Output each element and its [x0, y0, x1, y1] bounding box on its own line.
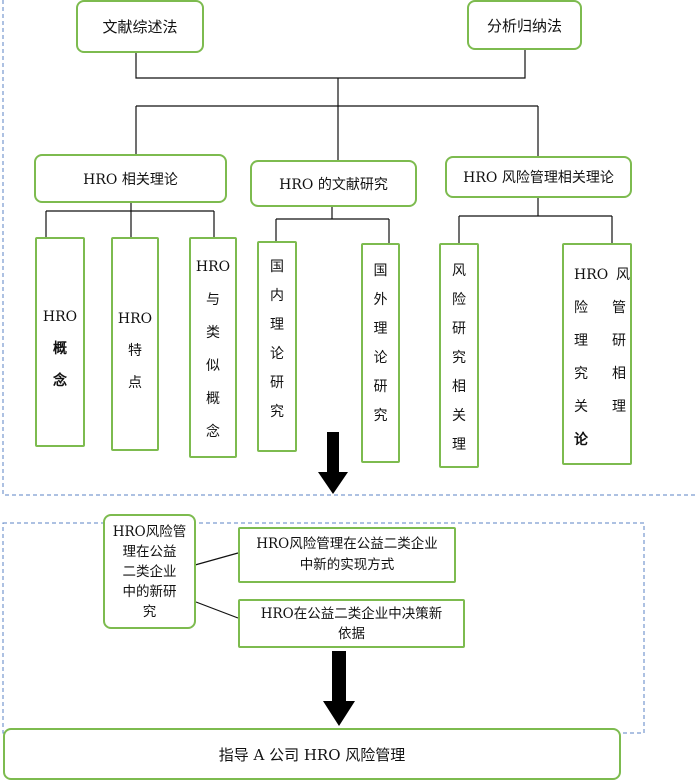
leaf-hro-risk-cell: 研	[612, 333, 626, 349]
node-hro-literature: HRO 的文献研究	[250, 160, 417, 207]
leaf-hro-features-line: 点	[128, 375, 142, 391]
leaf-hro-risk-cell: 关	[574, 399, 588, 415]
leaf-domestic-char: 理	[270, 317, 284, 333]
leaf-domestic-research: 国 内 理 论 研 究	[257, 241, 297, 452]
leaf-domestic-char: 论	[270, 346, 284, 362]
leaf-risk-char: 研	[452, 321, 466, 337]
leaf-hro-risk-cell: HRO	[574, 267, 609, 283]
leaf-foreign-char: 研	[373, 379, 388, 395]
leaf-hro-similar-line: 类	[206, 325, 220, 341]
leaf-hro-similar-line: 念	[206, 424, 220, 440]
node-decision-basis-line: HRO在公益二类企业中决策新	[260, 605, 443, 622]
leaf-hro-risk-cell: 理	[612, 399, 626, 415]
down-arrow-icon	[318, 432, 348, 494]
leaf-hro-risk-row: 险 管	[574, 292, 626, 325]
down-arrow-icon	[323, 651, 355, 726]
leaf-hro-risk-cell: 管	[612, 300, 626, 316]
node-hro-literature-label: HRO 的文献研究	[279, 176, 388, 193]
leaf-hro-risk-cell: 论	[574, 432, 588, 448]
leaf-foreign-char: 国	[373, 263, 388, 279]
leaf-hro-risk-cell: 理	[574, 333, 588, 349]
leaf-hro-risk-row: 论	[574, 424, 626, 457]
leaf-hro-similar-line: 似	[206, 358, 220, 374]
leaf-foreign-char: 外	[373, 292, 388, 308]
method-literature-review: 文献综述法	[76, 0, 204, 53]
node-hro-theory: HRO 相关理论	[34, 154, 227, 203]
node-hro-risk-theory: HRO 风险管理相关理论	[445, 156, 632, 198]
leaf-hro-concept-line: 概	[53, 341, 67, 357]
leaf-risk-char: 究	[452, 350, 466, 366]
leaf-hro-similar-line: 概	[206, 391, 220, 407]
leaf-hro-risk-row: 关 理	[574, 391, 626, 424]
leaf-hro-risk-cell: 险	[574, 300, 588, 316]
leaf-foreign-research: 国 外 理 论 研 究	[361, 243, 400, 463]
leaf-hro-features: HRO 特 点	[111, 237, 159, 451]
leaf-hro-similar-line: HRO	[195, 259, 231, 275]
leaf-risk-char: 理	[452, 437, 466, 453]
leaf-risk-char: 风	[452, 263, 466, 279]
method-analysis-induction-label: 分析归纳法	[486, 16, 562, 35]
node-new-implementation-line: HRO风险管理在公益二类企业	[256, 536, 438, 552]
leaf-hro-risk-row: 理 研	[574, 325, 626, 358]
node-hro-theory-label: HRO 相关理论	[83, 171, 178, 188]
node-decision-basis: HRO在公益二类企业中决策新 依据	[238, 599, 465, 648]
node-new-research-line: 二类企业	[122, 563, 177, 580]
method-literature-review-label: 文献综述法	[102, 18, 178, 36]
leaf-hro-risk-cell: 风	[616, 267, 630, 283]
leaf-risk-research: 风 险 研 究 相 关 理	[439, 243, 479, 468]
leaf-domestic-char: 国	[270, 259, 284, 275]
node-final-guidance-label: 指导 A 公司 HRO 风险管理	[218, 745, 406, 764]
node-new-research-line: HRO风险管	[112, 523, 187, 540]
method-analysis-induction: 分析归纳法	[467, 0, 582, 50]
node-hro-risk-theory-label: HRO 风险管理相关理论	[463, 170, 614, 186]
leaf-hro-risk-row: 究 相	[574, 358, 626, 391]
leaf-hro-concept-line: 念	[53, 373, 67, 389]
leaf-foreign-char: 论	[373, 350, 388, 366]
leaf-hro-features-line: 特	[128, 343, 142, 359]
leaf-hro-risk-cell: 究	[574, 366, 588, 382]
leaf-risk-char: 相	[452, 379, 466, 395]
leaf-risk-char: 关	[452, 408, 466, 424]
leaf-foreign-char: 究	[373, 408, 388, 424]
node-new-implementation-line: 中新的实现方式	[299, 557, 395, 573]
leaf-domestic-char: 究	[270, 404, 284, 420]
node-decision-basis-line: 依据	[338, 625, 365, 642]
leaf-hro-concept-line: HRO	[42, 309, 78, 325]
leaf-hro-similar-line: 与	[206, 292, 220, 308]
node-new-research: HRO风险管 理在公益 二类企业 中的新研 究	[103, 514, 196, 629]
leaf-hro-risk-cell: 相	[612, 366, 626, 382]
leaf-risk-char: 险	[452, 292, 466, 308]
node-final-guidance: 指导 A 公司 HRO 风险管理	[3, 728, 621, 780]
leaf-hro-similar: HRO 与 类 似 概 念	[189, 237, 237, 458]
leaf-foreign-char: 理	[373, 321, 388, 337]
node-new-research-line: 中的新研	[122, 583, 177, 600]
leaf-hro-features-line: HRO	[117, 311, 153, 327]
leaf-hro-risk-row: HRO 风	[574, 259, 630, 292]
node-new-research-line: 究	[142, 603, 157, 620]
node-new-research-line: 理在公益	[122, 543, 177, 560]
node-new-implementation: HRO风险管理在公益二类企业 中新的实现方式	[238, 527, 456, 583]
leaf-hro-concept: HRO 概 念	[35, 237, 85, 447]
leaf-hro-risk-mgmt-research: HRO 风 险 管 理 研 究 相 关 理 论	[562, 243, 632, 465]
leaf-domestic-char: 内	[270, 288, 284, 304]
leaf-domestic-char: 研	[270, 375, 284, 391]
